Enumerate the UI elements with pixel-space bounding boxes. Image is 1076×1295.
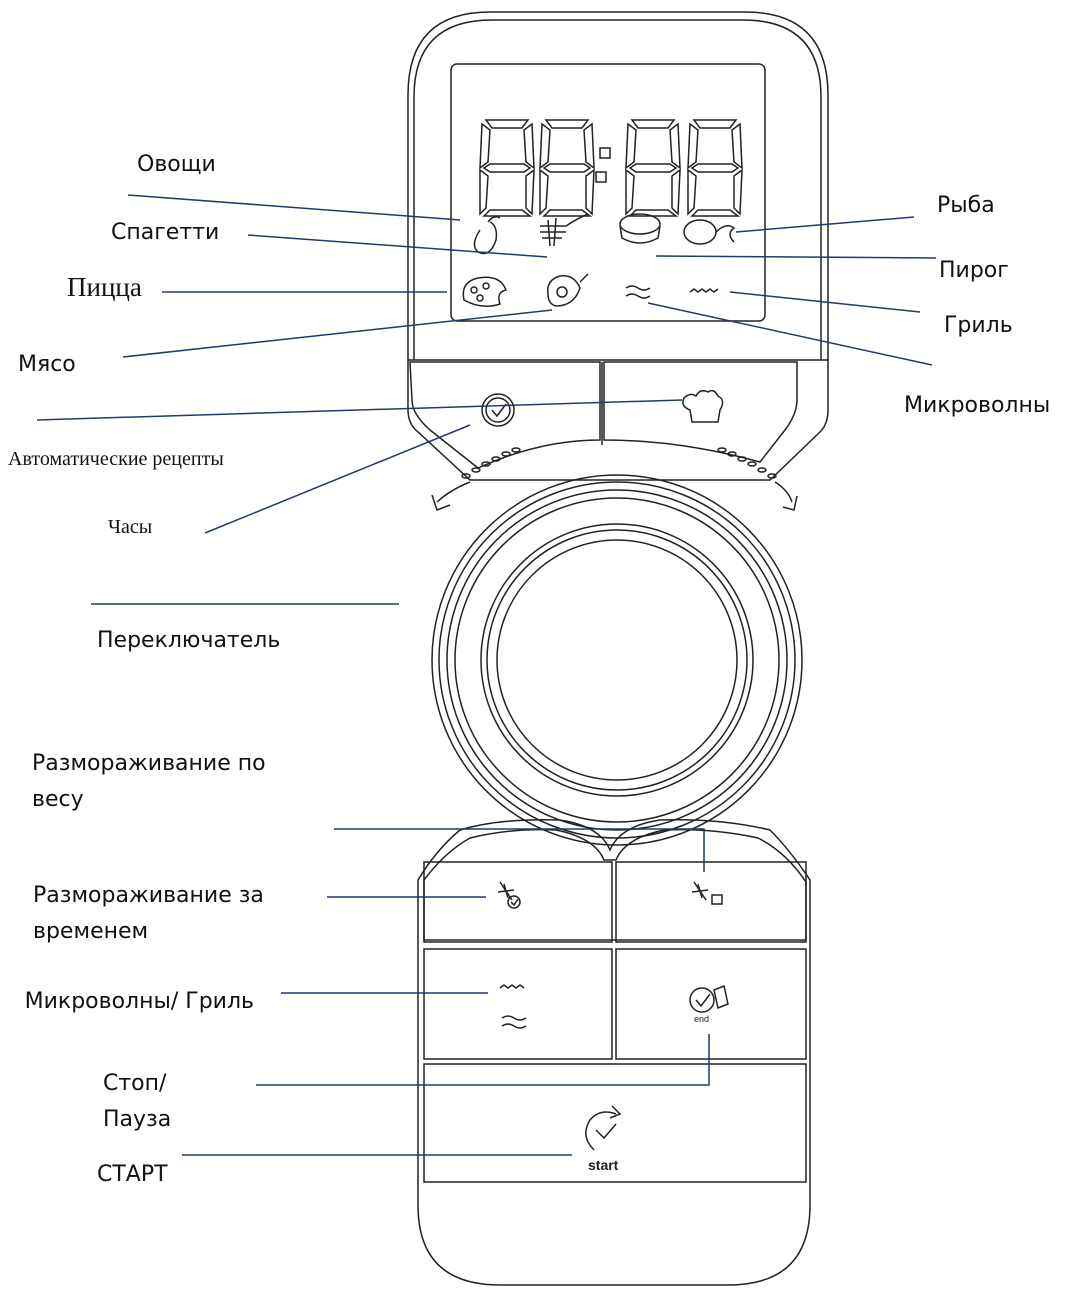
display-housing-inner <box>413 19 822 360</box>
pizza-icon <box>462 276 508 307</box>
pie-icon <box>619 213 661 244</box>
label-vegetables: Овощи <box>137 152 216 177</box>
spaghetti-icon <box>540 213 589 247</box>
label-start: СТАРТ <box>97 1162 168 1187</box>
fish-icon <box>683 219 736 245</box>
label-grill: Гриль <box>944 313 1013 338</box>
display-housing-outer <box>407 11 829 360</box>
stop-pause-button <box>615 948 807 1060</box>
defrost-weight-button <box>615 861 807 943</box>
label-micro-grill: Микроволны/ Гриль <box>24 989 254 1014</box>
stop-pause-hotspot[interactable] <box>616 949 806 1059</box>
clock-icon <box>481 393 515 427</box>
label-selector: Переключатель <box>97 628 281 653</box>
upper-button-panel <box>407 359 829 481</box>
microwave-icon <box>625 285 651 299</box>
stop-pause-icon <box>689 984 729 1013</box>
right-beads <box>717 447 777 479</box>
leader-lines <box>36 194 937 1156</box>
start-glyph: start <box>588 1157 619 1173</box>
label-defrost-weight: Размораживание по весу <box>32 751 266 812</box>
end-glyph: end <box>694 1014 709 1024</box>
label-pizza: Пицца <box>67 272 142 302</box>
selector-dial-inner[interactable] <box>496 539 738 781</box>
label-microwaves: Микроволны <box>904 393 1051 418</box>
chef-hat-icon <box>682 389 724 423</box>
right-arrow-icon <box>774 481 798 511</box>
auto-recipes-button[interactable] <box>412 362 600 442</box>
label-defrost-time: Размораживание за временем <box>33 883 264 944</box>
grill-icon <box>689 288 719 293</box>
label-meat: Мясо <box>18 352 76 377</box>
micro-grill-button <box>423 948 613 1060</box>
defrost-time-hotspot[interactable] <box>424 862 612 942</box>
microwave-mode-icon <box>501 1015 527 1029</box>
start-hotspot[interactable] <box>424 1064 806 1182</box>
selector-dial-outer <box>431 474 803 846</box>
chef-button[interactable] <box>604 362 797 442</box>
defrost-time-icon <box>497 881 521 909</box>
label-stop-pause: Стоп/ Пауза <box>103 1071 172 1132</box>
digit-display <box>479 119 743 217</box>
start-button <box>423 1063 807 1183</box>
label-clock: Часы <box>108 516 153 538</box>
vegetables-icon <box>473 215 501 255</box>
left-arrow-icon <box>431 481 471 511</box>
start-icon <box>585 1105 622 1151</box>
label-pie: Пирог <box>939 258 1009 283</box>
micro-grill-hotspot[interactable] <box>424 949 612 1059</box>
defrost-time-button <box>423 861 613 943</box>
bottom-panel <box>417 818 811 1286</box>
label-auto-recipes: Автоматические рецепты <box>8 448 224 470</box>
defrost-weight-icon <box>691 881 723 905</box>
meat-icon <box>547 273 589 307</box>
lcd-window <box>450 63 766 322</box>
label-spaghetti: Спагетти <box>111 220 220 245</box>
left-beads <box>461 447 521 479</box>
label-fish: Рыба <box>937 193 995 218</box>
defrost-weight-hotspot[interactable] <box>616 862 806 942</box>
grill-mode-icon <box>499 984 525 989</box>
